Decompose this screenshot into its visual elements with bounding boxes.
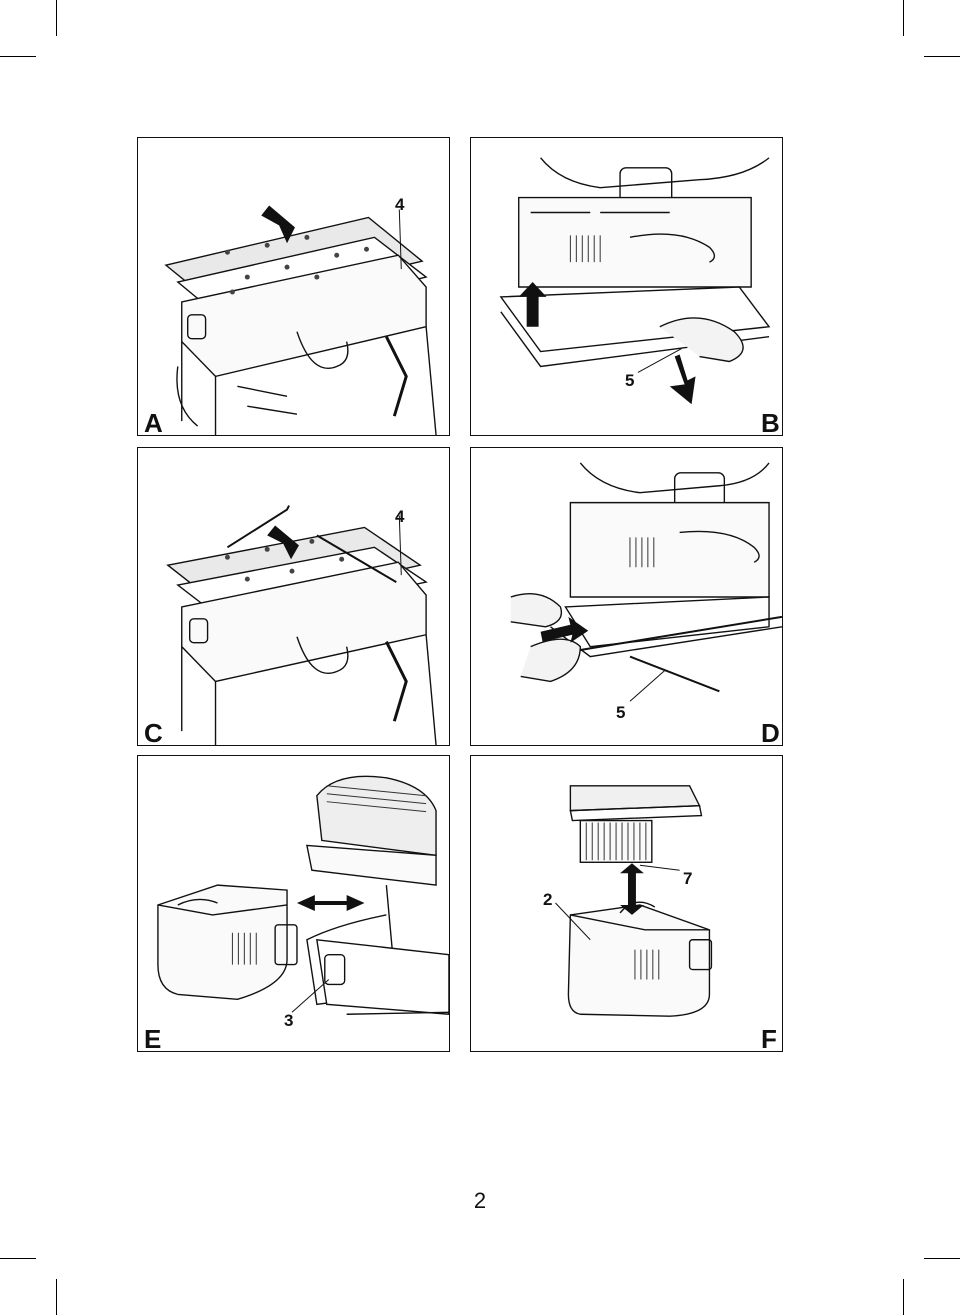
- panel-label: D: [761, 718, 780, 746]
- dust-box-removal-illustration: [157, 775, 449, 1015]
- crop-mark: [903, 1279, 904, 1315]
- panel-label: E: [144, 1024, 162, 1052]
- figure-panel-c: C 4: [137, 447, 450, 746]
- panel-label: C: [144, 718, 163, 746]
- panel-label: B: [761, 408, 780, 436]
- crop-mark: [924, 56, 960, 57]
- panel-label: A: [144, 408, 163, 436]
- sander-perforator-use-illustration: [510, 462, 782, 702]
- callout-number: 4: [395, 507, 405, 526]
- crop-mark: [924, 1258, 960, 1259]
- figure-panel-b: B 5: [470, 137, 783, 436]
- page-number: 2: [473, 1188, 487, 1213]
- crop-mark: [0, 56, 36, 57]
- figure-panel-f: F 7 2: [470, 755, 783, 1052]
- crop-mark: [0, 1258, 36, 1259]
- figure-panel-d: D 5: [470, 447, 783, 746]
- callout-number: 5: [616, 703, 626, 722]
- callout-number: 7: [683, 869, 693, 888]
- sander-sheet-fitting-illustration: [164, 205, 437, 435]
- callout-number: 5: [625, 371, 635, 390]
- sander-sheet-clamp-illustration: [499, 157, 771, 405]
- panel-label: F: [761, 1024, 777, 1052]
- sander-perforator-illustration: [166, 505, 437, 745]
- figure-panel-a: A 4: [137, 137, 450, 436]
- dust-filter-illustration: [555, 785, 713, 1017]
- callout-number: 2: [543, 890, 553, 909]
- figure-panel-e: E 3: [137, 755, 450, 1052]
- crop-mark: [56, 0, 57, 36]
- crop-mark: [56, 1279, 57, 1315]
- crop-mark: [903, 0, 904, 36]
- callout-number: 4: [395, 195, 405, 214]
- callout-number: 3: [284, 1011, 294, 1030]
